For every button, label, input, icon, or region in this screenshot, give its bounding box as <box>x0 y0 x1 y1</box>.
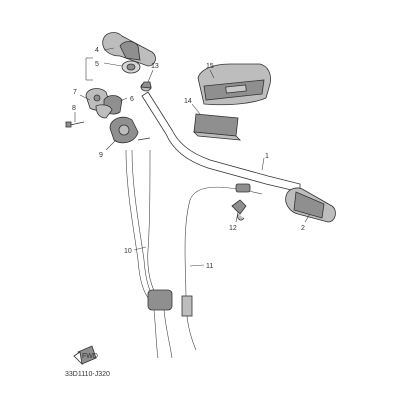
handlebar-pad <box>197 63 271 106</box>
clutch-cable <box>181 183 263 351</box>
fwd-label: FWD <box>82 353 98 360</box>
callout-10: 10 <box>124 248 132 255</box>
handlebar <box>141 91 301 193</box>
callout-8: 8 <box>72 105 76 112</box>
callout-4-5-bracket <box>85 47 123 81</box>
diagram-code: 33D1110-J320 <box>65 371 110 378</box>
callout-9: 9 <box>99 152 103 159</box>
callout-6: 6 <box>130 96 134 103</box>
left-grip <box>285 187 336 223</box>
front-direction-marker: FWD <box>73 345 98 366</box>
callout-15: 15 <box>206 63 214 70</box>
throttle-grip <box>102 32 156 74</box>
callout-4: 4 <box>95 47 99 54</box>
throttle-cable <box>125 149 173 359</box>
housing-screw <box>65 121 85 128</box>
callout-13: 13 <box>151 63 159 70</box>
callout-11: 11 <box>206 263 213 270</box>
throttle-housing-lower <box>95 95 123 119</box>
clamp-adjuster <box>231 199 247 221</box>
callout-14: 14 <box>184 98 192 105</box>
callout-5: 5 <box>95 61 99 68</box>
callout-2: 2 <box>301 225 305 232</box>
handlebar-plug <box>140 81 152 92</box>
callout-12: 12 <box>229 225 237 232</box>
callout-1: 1 <box>265 153 269 160</box>
cable-pulley-housing <box>109 116 151 144</box>
callout-7: 7 <box>73 89 77 96</box>
pad-insert <box>192 113 242 141</box>
